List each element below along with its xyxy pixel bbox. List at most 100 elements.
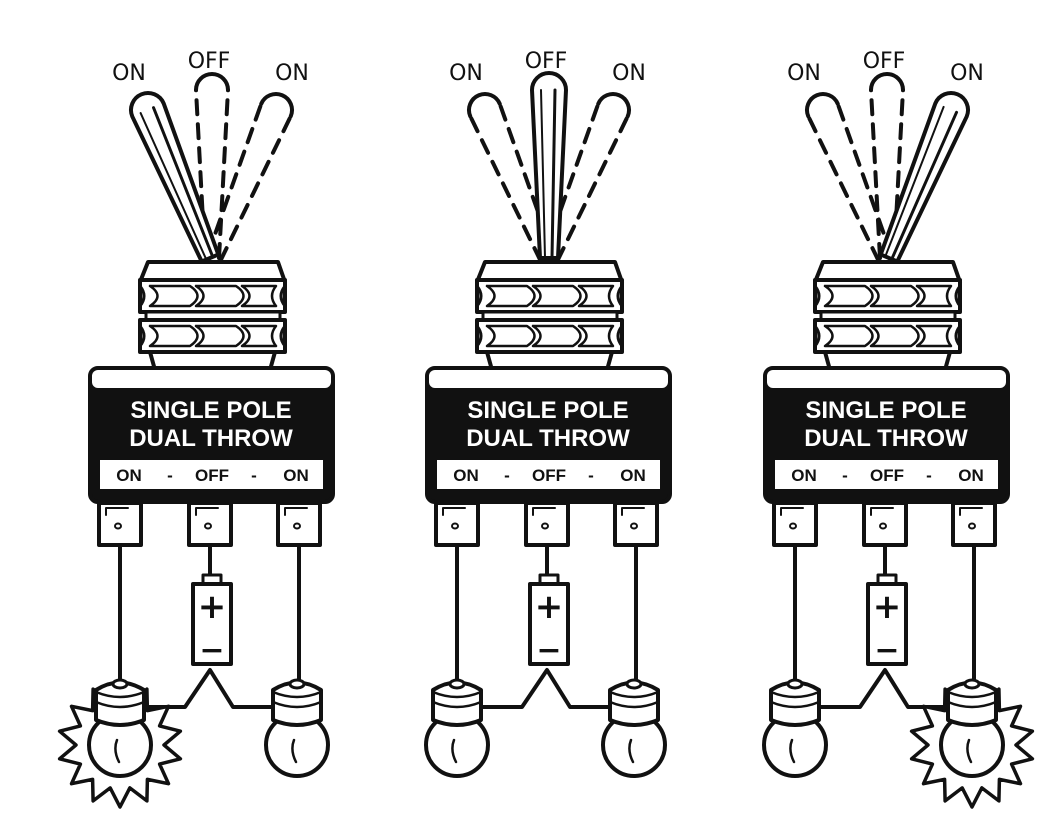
terminal-hole	[541, 522, 549, 530]
lever-body	[530, 71, 568, 260]
socket-ring	[94, 690, 146, 699]
terminal-detail	[105, 507, 129, 516]
battery-plus-label: +	[198, 587, 227, 627]
bulb-filament	[628, 738, 635, 764]
socket-contact	[288, 678, 306, 690]
ghost-lever	[805, 92, 894, 263]
nut-facet	[869, 284, 920, 308]
toggle-lever	[878, 91, 970, 264]
bulb-filament	[114, 738, 121, 764]
bulb-filament	[291, 738, 298, 764]
label-on-left: ON	[449, 61, 483, 86]
nut-edge	[475, 284, 483, 308]
position-label-on-c: ON	[620, 466, 646, 485]
nut-facet	[823, 324, 874, 348]
nut-edge	[813, 324, 821, 348]
hex-nut	[138, 278, 287, 314]
nut-facet	[869, 324, 920, 348]
ghost-lever-tip	[194, 72, 230, 92]
nut-body	[138, 278, 287, 314]
switch-body-highlight	[429, 370, 668, 388]
terminal-detail	[195, 507, 219, 516]
nut-facet	[240, 324, 278, 348]
terminal-hole	[293, 522, 301, 530]
nut-edge	[616, 284, 624, 308]
nut-edge	[954, 284, 962, 308]
nut-body	[138, 318, 287, 354]
socket-ring	[94, 700, 146, 709]
position-label-off: OFF	[195, 466, 229, 485]
socket-contact	[111, 678, 129, 690]
position-strip	[773, 458, 1000, 491]
bulb-lit	[57, 678, 183, 809]
position-sep: -	[926, 466, 932, 485]
lever-shade	[139, 112, 208, 261]
nut-facet	[577, 324, 615, 348]
ghost-lever-edge	[835, 101, 894, 258]
nut-facet	[531, 324, 582, 348]
socket-ring	[769, 700, 821, 709]
nut-facet	[194, 324, 245, 348]
ghost-lever-edge	[869, 88, 882, 260]
socket-ring	[608, 690, 660, 699]
lever-shade	[540, 89, 546, 259]
battery-plus-label: +	[535, 587, 564, 627]
terminal-detail	[870, 507, 894, 516]
terminal-lug	[276, 501, 322, 547]
bulb-socket	[769, 680, 821, 727]
battery-minus-label: −	[199, 633, 224, 668]
position-sep: -	[842, 466, 848, 485]
position-strip	[98, 458, 325, 491]
wire-return	[125, 668, 295, 709]
battery: +−	[528, 573, 570, 668]
lever-shade	[884, 105, 945, 258]
socket-ring	[431, 690, 483, 699]
ghost-lever-tip	[467, 92, 502, 119]
toggle-lever	[129, 91, 221, 264]
socket-ring	[946, 690, 998, 699]
battery-body	[191, 582, 233, 666]
nut-edge	[279, 324, 287, 348]
terminal-hole	[968, 522, 976, 530]
bulb	[762, 678, 828, 778]
switch-title-line1: SINGLE POLE	[130, 397, 291, 424]
terminal-detail	[621, 507, 645, 516]
battery-minus-label: −	[874, 633, 899, 668]
nut-edge	[616, 324, 624, 348]
switch-body-highlight	[767, 370, 1006, 388]
terminal-lug	[187, 501, 233, 547]
nut-edge	[475, 324, 483, 348]
nut-edge	[138, 324, 146, 348]
terminal-hole	[879, 522, 887, 530]
battery-body	[528, 582, 570, 666]
position-label-on-a: ON	[453, 466, 479, 485]
nut-facet	[531, 284, 582, 308]
hex-nut	[475, 318, 624, 354]
label-on-right: ON	[275, 61, 309, 86]
terminal-hole	[204, 522, 212, 530]
terminal-lug	[862, 501, 908, 547]
label-on-left: ON	[112, 61, 146, 86]
hex-nut	[813, 318, 962, 354]
terminal-lug	[524, 501, 570, 547]
nut-facet	[823, 284, 874, 308]
ghost-lever-tip	[259, 92, 294, 119]
bulb-socket	[94, 680, 146, 727]
nut-edge	[954, 324, 962, 348]
wires	[118, 543, 301, 709]
hex-nut	[138, 318, 287, 354]
bulb-filament	[451, 738, 458, 764]
label-off-center: OFF	[525, 49, 568, 74]
position-label-off: OFF	[532, 466, 566, 485]
terminal-detail	[959, 507, 983, 516]
position-label-on-c: ON	[958, 466, 984, 485]
terminal-lug	[772, 501, 818, 547]
terminal-hole	[789, 522, 797, 530]
label-on-right: ON	[612, 61, 646, 86]
position-label-off: OFF	[870, 466, 904, 485]
socket-contact	[625, 678, 643, 690]
position-sep: -	[588, 466, 594, 485]
